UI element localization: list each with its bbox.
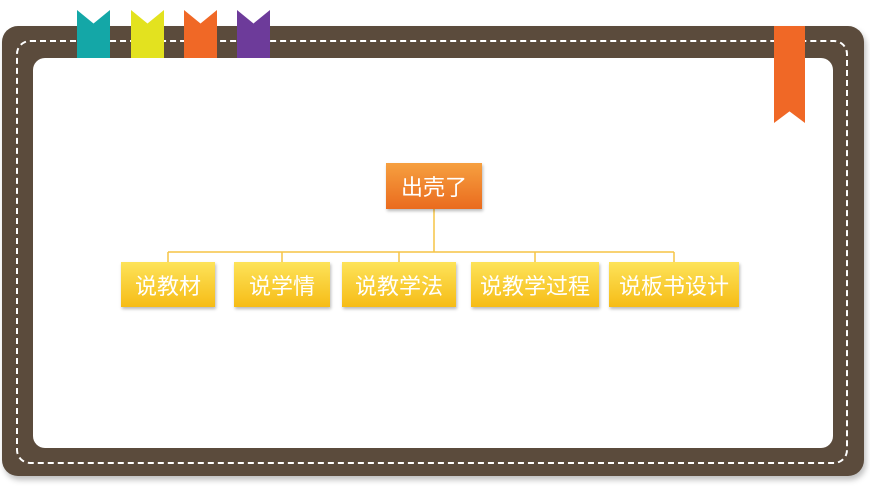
child-node-learners: 说学情 — [234, 262, 330, 307]
child-node-textbook: 说教材 — [121, 262, 215, 307]
child-node-board-design: 说板书设计 — [609, 262, 739, 307]
child-node-teaching-process: 说教学过程 — [471, 262, 599, 307]
child-node-teaching-method: 说教学法 — [342, 262, 456, 307]
root-node: 出壳了 — [386, 163, 482, 209]
